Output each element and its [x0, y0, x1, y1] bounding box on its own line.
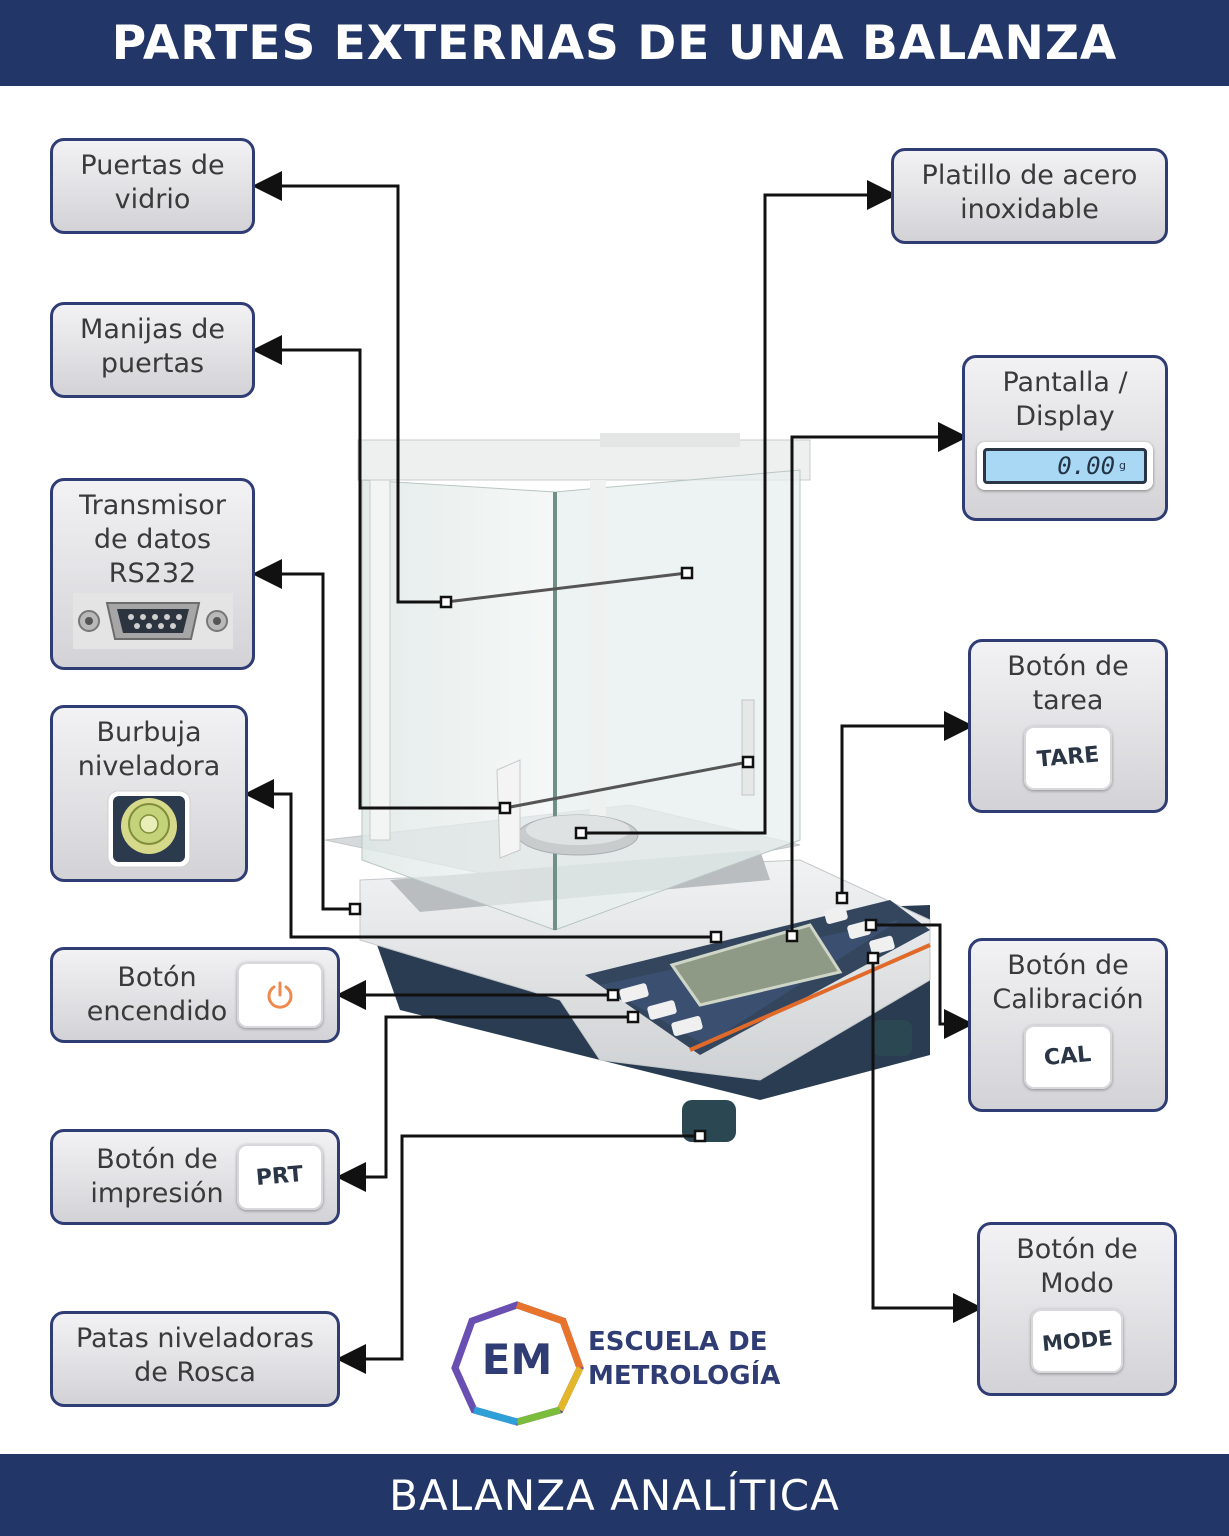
label-manijas-de-puertas: Manijas de puertas — [50, 302, 255, 398]
label-burbuja-niveladora: Burbuja niveladora — [50, 705, 248, 882]
label-text: Platillo de acero — [921, 160, 1138, 191]
label-text: Display — [1015, 401, 1115, 432]
bubble-level-icon — [107, 790, 191, 868]
label-transmisor-rs232: Transmisor de datos RS232 — [50, 478, 255, 670]
mode-key-label: MODE — [1040, 1325, 1114, 1357]
label-text: Botón de — [1016, 1234, 1138, 1265]
label-text: Manijas de — [80, 314, 225, 345]
rs232-connector-icon — [72, 593, 233, 649]
label-text: puertas — [100, 348, 205, 379]
display-icon: 0.00 g — [977, 442, 1153, 490]
pointer-markers — [348, 566, 880, 1143]
glass-chamber — [324, 433, 811, 931]
print-button-chip: PRT — [237, 1144, 323, 1210]
label-text: de datos — [93, 524, 212, 555]
label-text: tarea — [1032, 685, 1104, 716]
label-text: encendido — [86, 996, 228, 1027]
label-text: Botón — [117, 962, 197, 993]
display-value: 0.00 — [1057, 452, 1116, 480]
balance-base — [359, 859, 931, 1142]
prt-key-label: PRT — [255, 1161, 305, 1192]
logo-name: ESCUELA DE METROLOGÍA — [588, 1325, 780, 1393]
leader-lines — [244, 171, 983, 1374]
cal-button-chip: CAL — [1024, 1025, 1112, 1089]
label-patas-niveladoras: Patas niveladoras de Rosca — [50, 1311, 340, 1407]
label-text: Transmisor — [79, 490, 226, 521]
tare-button-chip: TARE — [1024, 726, 1112, 790]
label-platillo-acero: Platillo de acero inoxidable — [891, 148, 1168, 244]
label-text: impresión — [90, 1178, 224, 1209]
label-text: Botón de — [1007, 950, 1129, 981]
label-boton-tarea: Botón de tarea TARE — [968, 639, 1168, 813]
mode-button-chip: MODE — [1031, 1309, 1123, 1373]
label-text: inoxidable — [960, 194, 1099, 225]
power-button-chip — [237, 962, 323, 1028]
label-puertas-de-vidrio: Puertas de vidrio — [50, 138, 255, 234]
lcd-screen — [669, 923, 843, 1007]
logo-emblem — [451, 1301, 584, 1426]
label-text: de Rosca — [134, 1357, 256, 1388]
tare-key-label: TARE — [1035, 742, 1101, 773]
label-text: RS232 — [108, 558, 197, 589]
label-boton-encendido: Botón encendido — [50, 947, 340, 1043]
page-title: PARTES EXTERNAS DE UNA BALANZA — [111, 15, 1118, 71]
label-boton-modo: Botón de Modo MODE — [977, 1222, 1177, 1396]
label-text: Modo — [1040, 1268, 1114, 1299]
label-text: vidrio — [114, 184, 191, 215]
display-screen: 0.00 g — [983, 448, 1147, 484]
label-text: Patas niveladoras — [75, 1323, 315, 1354]
footer-title: BALANZA ANALÍTICA — [389, 1470, 840, 1520]
label-text: Burbuja — [96, 717, 202, 748]
label-text: Puertas de — [80, 150, 225, 181]
label-text: Pantalla / — [1002, 367, 1128, 398]
label-boton-impresion: Botón de impresión PRT — [50, 1129, 340, 1225]
label-text: niveladora — [77, 751, 221, 782]
label-text: Botón de — [96, 1144, 218, 1175]
cal-key-label: CAL — [1043, 1041, 1093, 1072]
logo-line-2: METROLOGÍA — [588, 1361, 781, 1391]
logo-line-1: ESCUELA DE — [588, 1327, 768, 1357]
display-unit: g — [1119, 459, 1126, 472]
label-text: Calibración — [992, 984, 1144, 1015]
label-text: Botón de — [1007, 651, 1129, 682]
footer-bar: BALANZA ANALÍTICA — [0, 1454, 1229, 1536]
label-boton-calibracion: Botón de Calibración CAL — [968, 938, 1168, 1112]
header-bar: PARTES EXTERNAS DE UNA BALANZA — [0, 0, 1229, 86]
power-icon — [267, 981, 293, 1009]
label-pantalla-display: Pantalla / Display 0.00 g — [962, 355, 1168, 521]
logo-initials: EM — [481, 1335, 553, 1384]
